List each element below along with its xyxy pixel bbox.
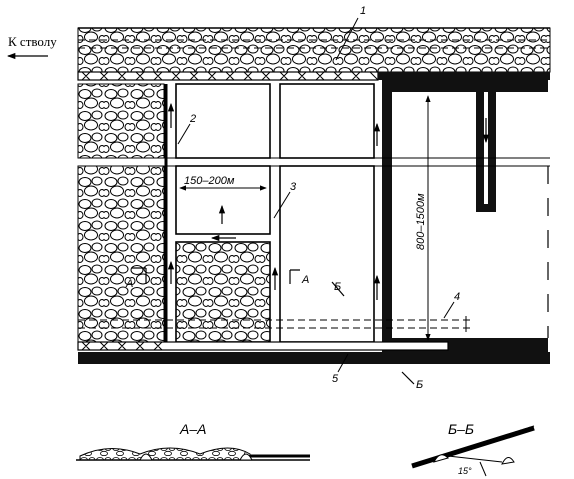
flow-arrows xyxy=(167,102,490,300)
panel-block-2-upper xyxy=(279,83,375,159)
section-bb xyxy=(411,425,535,477)
top-rubble-band xyxy=(77,27,551,73)
callout-5: 5 xyxy=(332,373,339,385)
callouts: 1 2 3 4 5 xyxy=(177,5,460,385)
goaf-lower-left xyxy=(77,165,165,343)
angle-label: 15° xyxy=(458,466,472,476)
bottom-dashed-drift xyxy=(78,316,470,332)
goaf-upper-left xyxy=(77,83,165,159)
middle-roadway xyxy=(78,157,550,167)
return-drift xyxy=(476,92,496,212)
panel-block-2-lower xyxy=(279,165,375,343)
dim-panel-length: 800–1500м xyxy=(415,95,431,341)
caved-block xyxy=(175,241,271,343)
callout-1: 1 xyxy=(360,5,366,17)
section-mark-b-upper: Б xyxy=(334,281,341,293)
section-mark-a-right: А xyxy=(301,274,309,286)
bottom-haulage xyxy=(77,341,550,364)
dim-panel-width: 150–200м xyxy=(179,175,267,191)
section-bb-title: Б–Б xyxy=(448,421,474,437)
direction-label: К стволу xyxy=(8,34,57,49)
top-cross-band xyxy=(77,71,550,81)
section-mark-b-lower: Б xyxy=(416,379,423,391)
callout-4: 4 xyxy=(454,291,460,303)
section-aa-title: А–А xyxy=(179,421,206,437)
panel-block-1-upper xyxy=(175,83,271,159)
panel-block-1-lower xyxy=(175,165,271,235)
section-mark-a-left: А xyxy=(125,278,133,290)
callout-2: 2 xyxy=(189,113,196,125)
section-marks xyxy=(132,267,415,385)
section-aa xyxy=(76,447,310,461)
callout-3: 3 xyxy=(290,181,297,193)
svg-text:150–200м: 150–200м xyxy=(184,175,235,187)
svg-text:800–1500м: 800–1500м xyxy=(415,193,427,250)
active-panel-drift xyxy=(382,80,548,352)
